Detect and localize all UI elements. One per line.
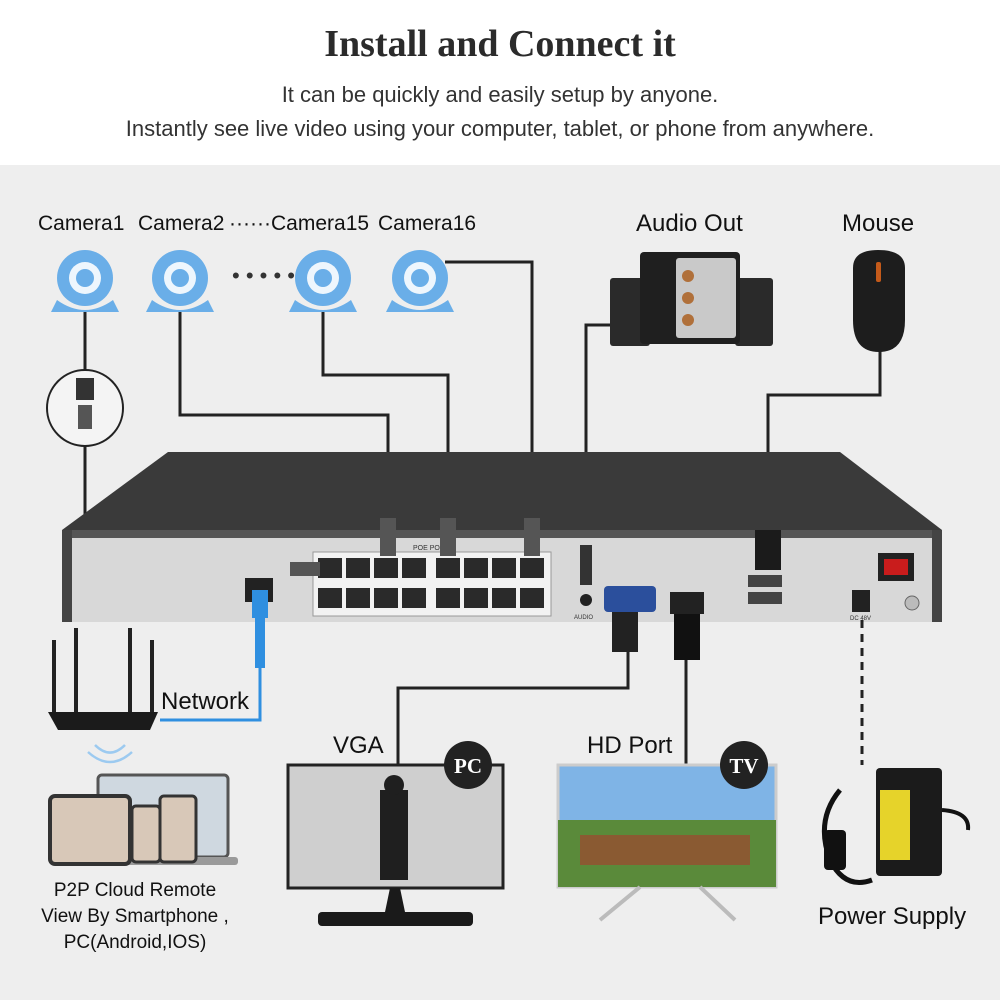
tv-badge-icon [720, 741, 768, 789]
vga-label: VGA [333, 732, 384, 759]
tv-badge-label: TV [729, 754, 758, 778]
pc-badge-label: PC [454, 754, 482, 778]
pc-monitor [286, 763, 505, 926]
camera-ellipsis-dots: • • • • • [232, 263, 295, 288]
vga-cable [396, 652, 630, 765]
router-icon [48, 628, 158, 730]
header: Install and Connect it It can be quickly… [0, 0, 1000, 165]
dc-port [852, 590, 870, 612]
usb-ports [748, 530, 782, 604]
audio-out-label: Audio Out [636, 210, 743, 237]
camera16-label: Camera16 [378, 212, 477, 235]
audio-port-label: AUDIO [574, 615, 593, 621]
camera16-icon [386, 250, 454, 312]
nvr-device [62, 452, 942, 622]
camera15-label: Camera15 [271, 212, 370, 235]
speaker-icon [610, 252, 773, 346]
ground-screw [904, 595, 920, 611]
connector-zoom-icon [46, 369, 124, 447]
page-title: Install and Connect it [324, 23, 676, 65]
camera1-label: Camera1 [38, 212, 125, 235]
p2p-line-3: PC(Android,IOS) [63, 932, 207, 953]
camera1-icon [51, 250, 119, 312]
power-switch [878, 553, 914, 581]
network-label: Network [161, 688, 250, 715]
hdmi-connector [670, 592, 704, 660]
hd-port-label: HD Port [587, 732, 673, 759]
rj45-plugs [290, 518, 540, 576]
wifi-signal-icon [87, 744, 133, 764]
subtitle-line-2: Instantly see live video using your comp… [125, 116, 875, 141]
p2p-line-2: View By Smartphone , [41, 906, 229, 927]
power-supply-label: Power Supply [818, 903, 967, 930]
power-adapter-icon [821, 768, 971, 885]
vga-connector [604, 586, 656, 652]
camera2-icon [146, 250, 214, 312]
mouse-label: Mouse [842, 210, 915, 237]
mouse-icon [853, 250, 905, 352]
p2p-caption: P2P Cloud Remote View By Smartphone , PC… [20, 878, 250, 956]
poe-port-block [312, 551, 552, 617]
audio-jack [580, 545, 592, 606]
pc-badge-icon [444, 741, 492, 789]
poe-port-label: POE PORT [413, 545, 450, 552]
camera15-icon [289, 250, 357, 312]
camera-ellipsis-label: ······ [229, 212, 271, 235]
p2p-line-1: P2P Cloud Remote [53, 880, 217, 901]
subtitle-line-1: It can be quickly and easily setup by an… [281, 82, 719, 107]
mobile-devices-icon [48, 773, 238, 866]
dc-port-label: DC 48V [850, 616, 871, 622]
camera2-label: Camera2 [138, 212, 225, 235]
network-cable [160, 590, 268, 722]
